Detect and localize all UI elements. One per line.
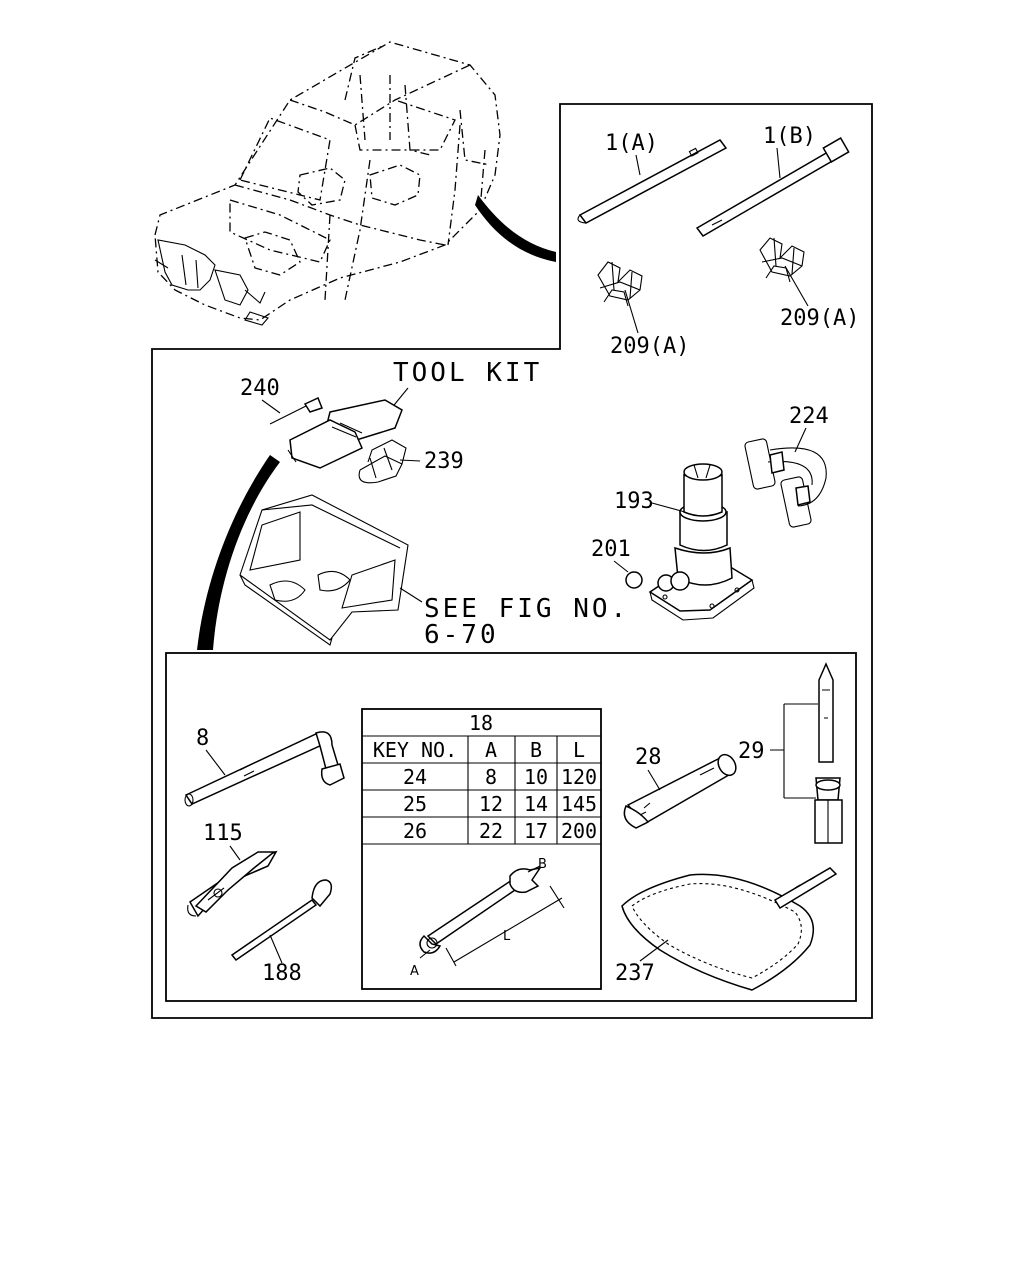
jack-193 xyxy=(648,463,755,621)
label-dim-a: A xyxy=(410,964,419,979)
inner-tools-frame xyxy=(165,652,857,1002)
clip-209a-right xyxy=(759,237,805,283)
box-spanner-28 xyxy=(623,753,737,829)
label-see-fig-line1: SEE FIG NO. xyxy=(424,594,629,624)
table-cell: 22 xyxy=(479,819,503,843)
tool-bag-237 xyxy=(621,867,838,991)
label-dim-l: L xyxy=(503,929,511,944)
label-1a: 1(A) xyxy=(605,131,658,156)
clip-209a-left xyxy=(597,261,643,307)
rod-1a xyxy=(577,139,728,224)
table-header-l: L xyxy=(573,738,585,762)
rod-1b xyxy=(695,137,850,237)
label-29: 29 xyxy=(738,739,765,764)
storage-tray xyxy=(239,494,409,646)
label-tool-kit: TOOL KIT xyxy=(393,358,542,388)
table-cell: 120 xyxy=(561,765,597,789)
table-cell: 24 xyxy=(403,765,427,789)
label-209a-left: 209(A) xyxy=(610,334,689,359)
outer-frame xyxy=(151,103,873,1019)
label-240: 240 xyxy=(240,376,280,401)
wrench-18 xyxy=(419,865,565,967)
screwdriver-29 xyxy=(814,662,843,844)
table-cell: 12 xyxy=(479,792,503,816)
table-header-b: B xyxy=(530,738,542,762)
label-224: 224 xyxy=(789,404,829,429)
table-title: 18 xyxy=(469,711,493,735)
table-cell: 26 xyxy=(403,819,427,843)
label-8: 8 xyxy=(196,726,209,751)
table-cell: 14 xyxy=(524,792,548,816)
label-188: 188 xyxy=(262,961,302,986)
table-cell: 17 xyxy=(524,819,548,843)
rod-188 xyxy=(230,879,333,962)
table-cell: 8 xyxy=(485,765,497,789)
pointer-band-upper xyxy=(475,195,556,262)
label-237: 237 xyxy=(615,961,655,986)
vehicle-body-outline xyxy=(154,41,501,326)
label-see-fig-line2: 6-70 xyxy=(424,620,499,650)
strap-224 xyxy=(744,438,827,528)
bracket-239 xyxy=(358,439,407,484)
pointer-band-lower xyxy=(197,455,280,650)
table-cell: 10 xyxy=(524,765,548,789)
table-cell: 200 xyxy=(561,819,597,843)
label-115: 115 xyxy=(203,821,243,846)
pliers-115 xyxy=(187,850,278,918)
tool-kit-bag xyxy=(287,399,403,469)
table-header-a: A xyxy=(485,738,497,762)
label-239: 239 xyxy=(424,449,464,474)
label-201: 201 xyxy=(591,537,631,562)
pin-240 xyxy=(269,396,323,425)
table-header-key: KEY NO. xyxy=(373,738,457,762)
label-1b: 1(B) xyxy=(763,124,816,149)
label-dim-b: B xyxy=(538,857,547,872)
label-28: 28 xyxy=(635,745,662,770)
ring-201 xyxy=(625,571,643,589)
table-cell: 25 xyxy=(403,792,427,816)
spec-table: 18 KEY NO. A B L 24 8 10 120 25 12 14 14… xyxy=(361,708,602,990)
label-193: 193 xyxy=(614,489,654,514)
label-209a-right: 209(A) xyxy=(780,306,859,331)
table-cell: 145 xyxy=(561,792,597,816)
wheel-brace-8 xyxy=(184,731,345,807)
